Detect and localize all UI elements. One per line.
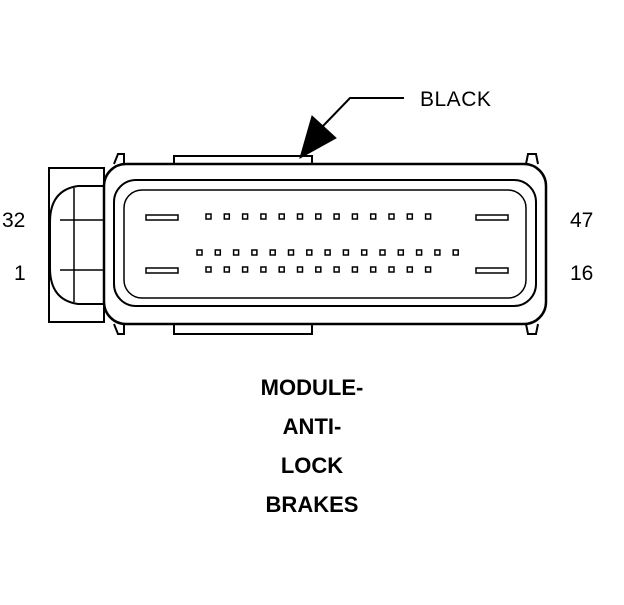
pin-cavity (214, 249, 222, 256)
blade-terminal (475, 267, 509, 274)
blade-terminal (475, 214, 509, 221)
blade-terminal (145, 214, 179, 221)
pin-cavity (342, 249, 350, 256)
blade-terminal (145, 267, 179, 274)
pin-cavity (306, 249, 313, 256)
connector-latch (48, 167, 105, 323)
pin-cavity (369, 213, 377, 220)
pin-cavity (205, 266, 212, 273)
module-title-line-1: MODULE- (260, 375, 364, 400)
pin-cavity (424, 213, 432, 220)
pin-cavity (452, 249, 459, 256)
module-title-line-4: BRAKES (265, 492, 359, 517)
pin-cavity (278, 213, 285, 220)
module-title-line-2: ANTI- (282, 414, 342, 439)
pin-grid (196, 213, 459, 273)
pin-cavity (379, 249, 386, 256)
pin-cavity (315, 266, 322, 273)
pin-cavity (315, 213, 322, 220)
pin-cavity (434, 249, 441, 256)
pin-cavity (232, 249, 240, 256)
pin-cavity (406, 213, 414, 220)
module-title-line-3: LOCK (280, 453, 344, 478)
pin-cavity (397, 249, 405, 256)
pin-cavity (223, 266, 231, 273)
pin-cavity (388, 213, 395, 220)
connector-cavity (123, 189, 527, 299)
pin-label-bottom-right: 16 (570, 262, 594, 285)
pin-cavity (333, 266, 340, 273)
pin-cavity (278, 266, 285, 273)
pin-label-bottom-left: 1 (14, 262, 26, 285)
pin-cavity (196, 249, 203, 256)
pin-cavity (324, 249, 331, 256)
pin-cavity (360, 249, 368, 256)
pin-cavity (260, 213, 267, 220)
pin-cavity (351, 213, 359, 220)
pin-cavity (205, 213, 212, 220)
pin-cavity (369, 266, 377, 273)
pin-cavity (351, 266, 359, 273)
wire-color-label: BLACK (420, 88, 492, 111)
pin-cavity (424, 266, 432, 273)
blade-terminals (145, 214, 509, 274)
pin-cavity (296, 266, 304, 273)
wire-leader (299, 97, 404, 160)
pin-label-top-right: 47 (570, 209, 594, 232)
pin-cavity (241, 213, 249, 220)
pin-cavity (415, 249, 423, 256)
pin-cavity (333, 213, 340, 220)
pin-cavity (296, 213, 304, 220)
pin-cavity (241, 266, 249, 273)
pin-cavity (287, 249, 295, 256)
pin-cavity (269, 249, 276, 256)
pin-cavity (406, 266, 414, 273)
pin-cavity (223, 213, 231, 220)
pin-cavity (251, 249, 258, 256)
pin-cavity (260, 266, 267, 273)
pin-cavity (388, 266, 395, 273)
pin-label-top-left: 32 (2, 209, 26, 232)
